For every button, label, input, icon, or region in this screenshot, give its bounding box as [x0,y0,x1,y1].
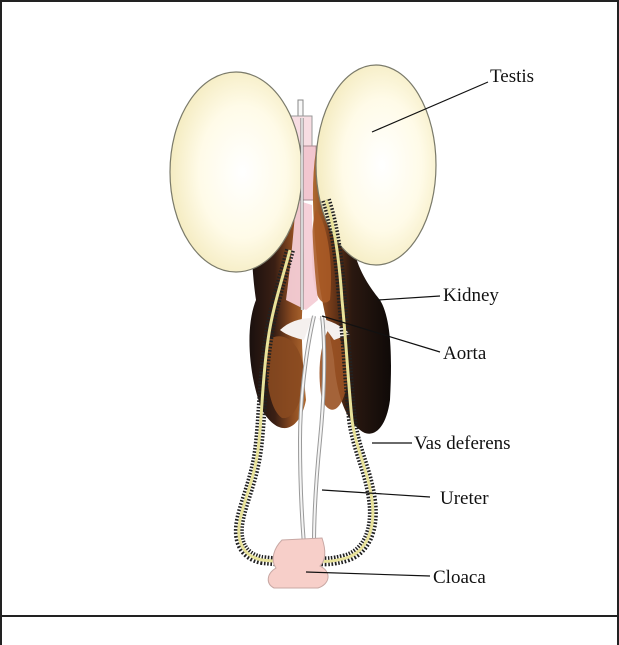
label-aorta: Aorta [443,343,487,364]
testis-left [170,72,302,272]
label-testis: Testis [490,66,534,87]
label-kidney: Kidney [443,285,499,306]
label-ureter: Ureter [440,488,489,509]
label-vas-deferens: Vas deferens [414,433,511,454]
ureter [300,316,324,545]
leader-kidney [378,296,440,300]
cloaca-shape [268,538,328,588]
label-cloaca: Cloaca [433,567,486,588]
